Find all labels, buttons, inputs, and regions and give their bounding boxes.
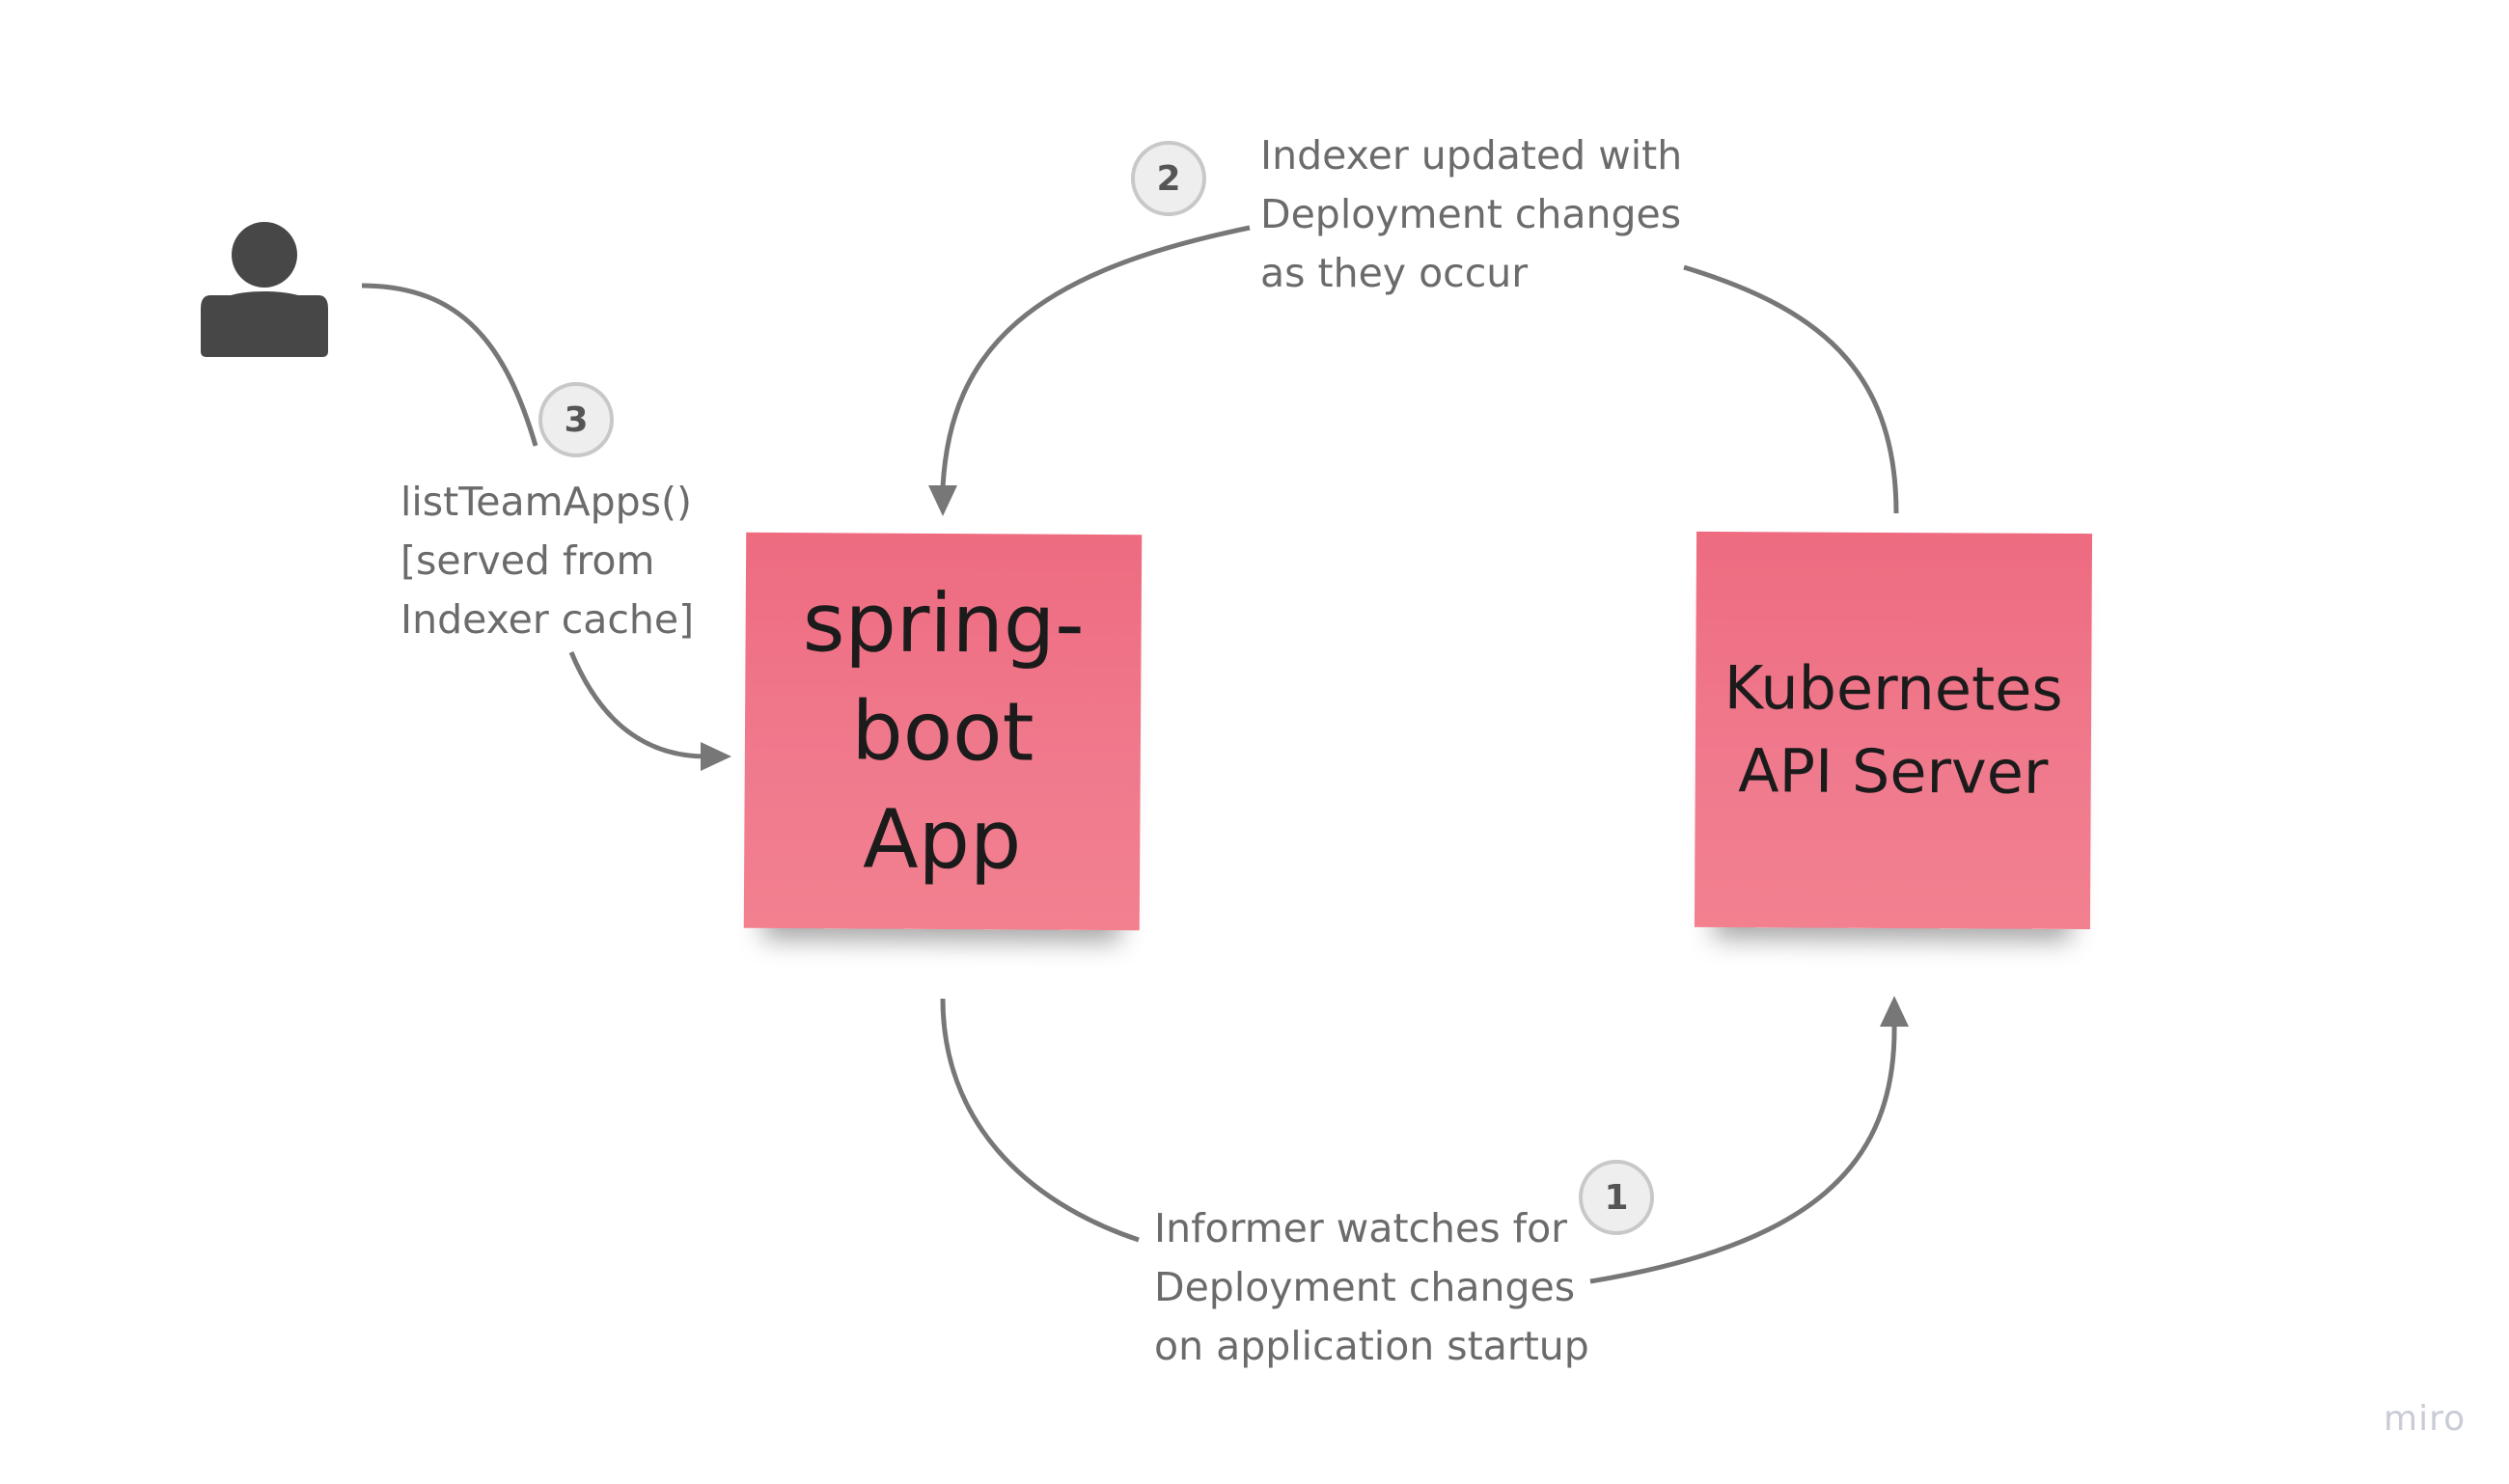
arrowhead-to-app-left: [701, 742, 731, 771]
connector-list-team-apps-lower: [568, 651, 707, 759]
person-icon: [201, 222, 328, 357]
sticky-kubernetes-api-server-text: Kubernetes API Server: [1723, 652, 2063, 808]
sticky-kubernetes-api-server[interactable]: Kubernetes API Server: [1694, 531, 2093, 930]
connector-indexer-update: [1683, 264, 1899, 514]
arrowhead-to-app-top: [928, 485, 957, 516]
label-indexer-updated: Indexer updated with Deployment changes …: [1260, 132, 1683, 296]
step-badge-2: 2: [1131, 141, 1206, 216]
sticky-spring-boot-app-text: spring- boot App: [802, 575, 1085, 888]
step-badge-3: 3: [538, 382, 614, 457]
sticky-spring-boot-app[interactable]: spring- boot App: [743, 532, 1143, 931]
label-informer-watches: Informer watches for Deployment changes …: [1154, 1205, 1589, 1369]
connector-informer-watch-left: [940, 998, 1140, 1243]
miro-watermark: miro: [2384, 1399, 2467, 1439]
arrowhead-to-k8s-bottom: [1880, 996, 1909, 1027]
label-list-team-apps: listTeamApps() [served from Indexer cach…: [400, 479, 695, 643]
connector-list-team-apps-upper: [361, 283, 538, 447]
step-badge-1: 1: [1579, 1160, 1654, 1235]
connector-indexer-update-arrow: [940, 225, 1251, 488]
connector-informer-watch-right: [1589, 1024, 1897, 1284]
